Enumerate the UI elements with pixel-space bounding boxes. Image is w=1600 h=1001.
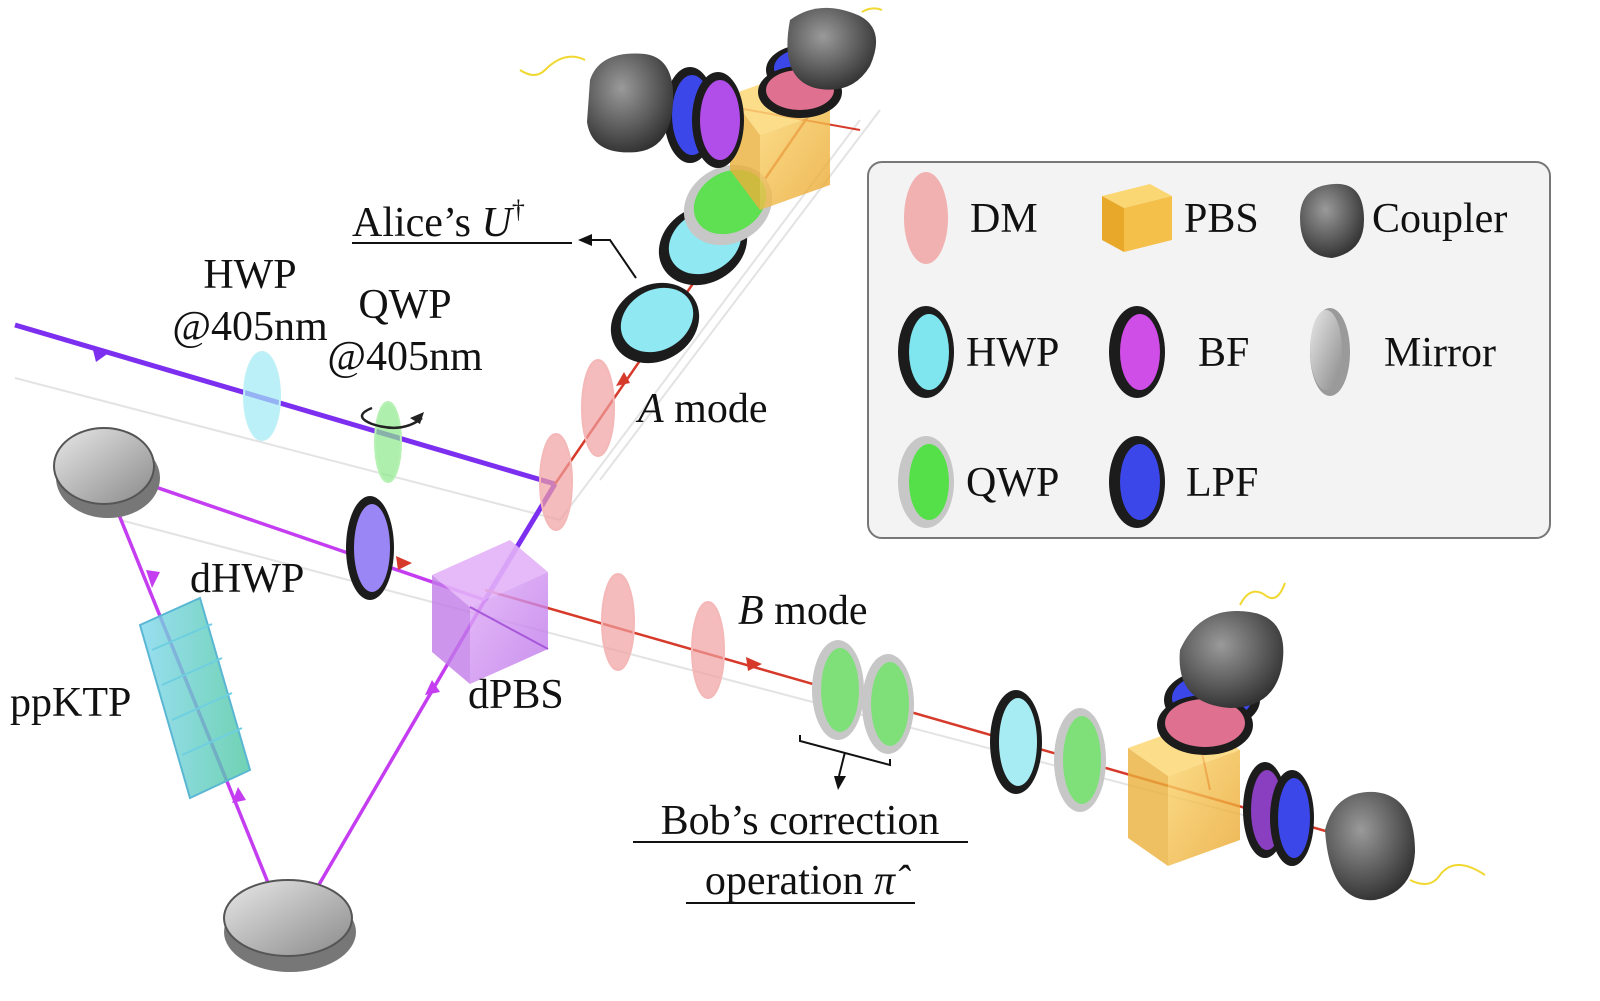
bob-fiber-top (1239, 582, 1286, 606)
label-bob-line2: operation π̂ (705, 858, 911, 904)
legend-frame (867, 161, 1551, 539)
legend-label-mirror: Mirror (1384, 330, 1496, 376)
bob-bf-lpf-right (1243, 762, 1314, 866)
bob-op-symbol: π̂ (874, 858, 911, 904)
hwp-405-plate (243, 351, 281, 441)
legend-label-pbs: PBS (1184, 196, 1259, 242)
legend: DM PBS Coupler HWP BF Mirror (867, 161, 1551, 539)
a-mode-letter: A (635, 386, 664, 432)
b-mode-word: mode (764, 588, 868, 634)
dhwp-plate (346, 496, 394, 600)
alice-pointer (590, 239, 637, 279)
bob-bracket (799, 735, 891, 777)
pbs-icon (1102, 184, 1172, 252)
alice-fiber-left (519, 55, 586, 76)
legend-label-qwp: QWP (966, 460, 1059, 506)
alice-coupler-left (587, 53, 674, 153)
label-qwp-405: QWP (358, 282, 451, 328)
mirror-top-left (53, 427, 160, 518)
loop-arrow-right (425, 680, 440, 695)
label-qwp-405-wavelength: @405nm (327, 334, 483, 380)
hwp-icon (898, 306, 954, 398)
alice-op-superscript: † (512, 195, 525, 224)
loop-arrow-left (146, 570, 160, 588)
alice-pointer-arrow-icon (578, 234, 592, 246)
alice-op-prefix: Alice’s (352, 200, 481, 246)
label-dhwp: dHWP (190, 556, 304, 602)
label-ppktp: ppKTP (10, 680, 131, 726)
pump-arrow (92, 346, 110, 362)
qwp-405-plate (374, 401, 402, 483)
lpf-icon (1109, 436, 1165, 528)
bob-hwp (990, 690, 1042, 794)
legend-label-hwp: HWP (966, 330, 1059, 376)
bob-coupler-right (1325, 791, 1415, 901)
dm-icon (904, 172, 948, 264)
legend-label-coupler: Coupler (1372, 196, 1507, 242)
b-mode-letter: B (738, 588, 764, 634)
bob-op-word: operation (705, 858, 874, 904)
alice-hwp-1 (610, 282, 700, 364)
bob-qwp-1 (812, 640, 864, 740)
label-hwp-405-wavelength: @405nm (172, 304, 328, 350)
bob-fiber-right (1409, 864, 1486, 885)
label-hwp-405: HWP (203, 252, 296, 298)
qwp-icon (898, 436, 954, 528)
dm-b-2 (691, 601, 725, 699)
signal-arrow-dhwp (396, 556, 412, 570)
bob-qwp-2 (862, 654, 914, 754)
loop-arrow-lower (232, 787, 246, 803)
bob-bracket-arrow-icon (834, 776, 846, 790)
dm-b-1 (601, 573, 635, 671)
alice-fiber-top (861, 7, 883, 13)
mirror-bottom (223, 879, 356, 972)
alice-bf-lpf-left (664, 67, 744, 168)
dm-a-1 (539, 433, 573, 531)
label-b-mode: B mode (738, 588, 867, 634)
mirror-icon (1310, 308, 1350, 396)
coupler-icon (1300, 183, 1364, 258)
legend-label-bf: BF (1198, 330, 1249, 376)
ppktp-crystal (138, 596, 252, 800)
signal-arrow-a (616, 372, 630, 386)
label-dpbs: dPBS (468, 672, 564, 718)
label-a-mode: A mode (635, 386, 767, 432)
dm-a-2 (581, 359, 615, 457)
legend-label-dm: DM (970, 196, 1038, 242)
dpbs-cube (432, 540, 549, 684)
alice-coupler-top (787, 7, 877, 90)
label-alice-operation: Alice’s U† (352, 195, 525, 246)
signal-arrow-b (746, 657, 762, 671)
bob-qwp-3 (1054, 708, 1106, 812)
alice-op-symbol: U (481, 200, 514, 246)
a-mode-word: mode (664, 386, 768, 432)
bf-icon (1109, 306, 1165, 398)
rotation-arrow-head-icon (410, 412, 424, 424)
label-bob-line1: Bob’s correction (661, 798, 940, 844)
legend-label-lpf: LPF (1186, 460, 1258, 506)
loop-beam-top (99, 466, 486, 602)
bob-coupler-top (1179, 611, 1284, 708)
rotation-arrow-icon (360, 406, 423, 430)
